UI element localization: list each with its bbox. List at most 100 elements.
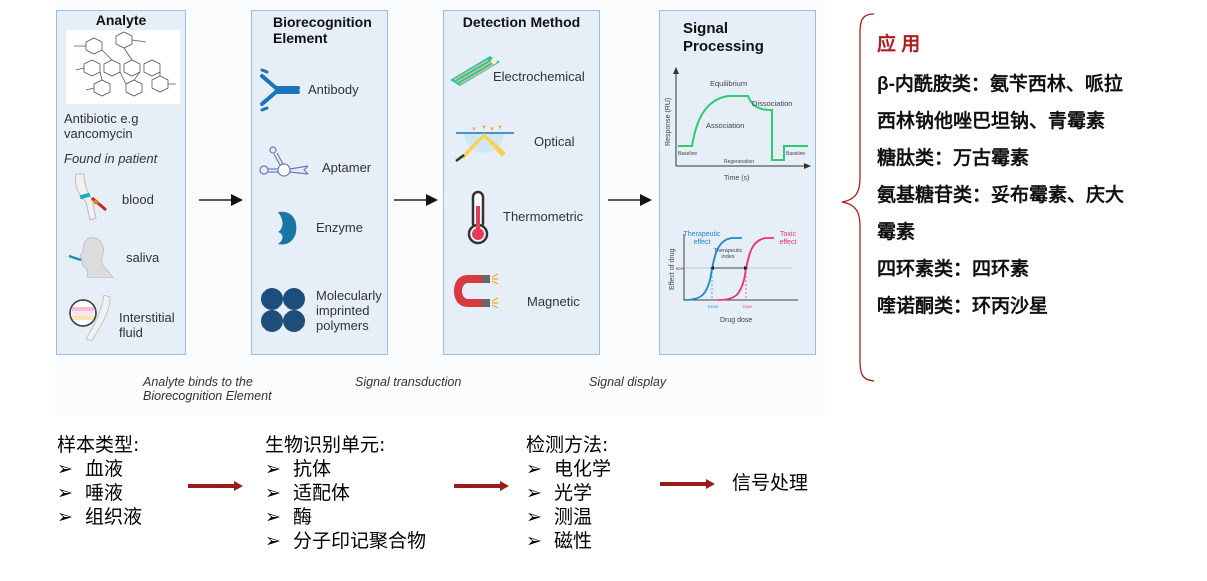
arrow-bullet-icon: ➢ [57, 506, 73, 528]
application-line: 西林钠他唑巴坦钠、青霉素 [877, 111, 1106, 132]
summary-signal-processing: 信号处理 [732, 472, 809, 494]
summary-list-item: ➢适配体 [265, 481, 426, 505]
detection-panel [443, 10, 600, 355]
sample-saliva-label: saliva [126, 250, 160, 265]
summary-sample-heading: 样本类型: [57, 434, 140, 456]
optical-spr-icon [455, 125, 514, 162]
summary-item-text: 酶 [293, 506, 313, 528]
toxic-curve [717, 237, 774, 301]
vancomycin-structure-icon [66, 30, 180, 104]
arrow-bullet-icon: ➢ [57, 458, 73, 480]
arrow-bullet-icon: ➢ [526, 506, 542, 528]
summary-detection-heading: 检测方法: [526, 434, 609, 456]
sensorgram-xlabel: Time (s) [724, 175, 749, 182]
mip-label: Molecularly imprinted polymers [316, 288, 382, 333]
arrow-bullet-icon: ➢ [526, 530, 542, 552]
sensorgram-curve [678, 95, 808, 161]
flow-arrow-1 [199, 194, 243, 206]
thermometer-icon [467, 190, 489, 245]
sample-interstitial-fluid-label: Interstitial fluid [119, 310, 175, 340]
summary-list-item: ➢光学 [526, 481, 611, 505]
summary-recognition-heading: 生物识别单元: [265, 434, 386, 456]
summary-list-item: ➢ 分子印记聚合物 [265, 529, 426, 553]
electrochemical-label: Electrochemical [493, 69, 585, 84]
molecularly-imprinted-polymer-icon [258, 285, 308, 335]
label-regeneration: Regeneration [724, 159, 754, 165]
aptamer-icon [259, 146, 309, 177]
flow-arrow-2 [394, 194, 438, 206]
caption-analyte-binds: Analyte binds to the Biorecognition Elem… [143, 375, 272, 403]
ed50-label: ED50 [708, 304, 719, 309]
summary-list-item: ➢ 磁性 [526, 529, 611, 553]
sample-blood-label: blood [122, 192, 154, 207]
label-line: Therapeutic [713, 248, 742, 254]
arrow-bullet-icon: ➢ [265, 458, 281, 480]
summary-arrow-1 [188, 481, 243, 491]
dose-ylabel: Effect of drug [669, 248, 676, 290]
label-line: effect [780, 239, 797, 246]
sensorgram-y-arrow [673, 67, 679, 74]
arrow-bullet-icon: ➢ [526, 458, 542, 480]
summary-arrow-2 [454, 481, 509, 491]
signal-panel [659, 10, 816, 355]
application-line: 喹诺酮类：环丙沙星 [877, 296, 1049, 317]
summary-detection: 检测方法: ➢电化学➢光学➢测温➢磁性 [526, 433, 611, 553]
label-baseline-start: Baseline [678, 151, 697, 157]
antibody-icon [260, 68, 300, 112]
summary-list-item: ➢ 电化学 [526, 457, 611, 481]
aptamer-label: Aptamer [322, 160, 372, 175]
dose-xlabel: Drug dose [720, 317, 752, 324]
arrow-bullet-icon: ➢ [526, 482, 542, 504]
electrochemical-strip-icon [450, 56, 500, 86]
magnetic-label: Magnetic [527, 294, 580, 309]
summary-item-text: 磁性 [554, 530, 593, 552]
summary-list-item: ➢酶 [265, 505, 426, 529]
arrow-bullet-icon: ➢ [265, 530, 281, 552]
caption-signal-display: Signal display [589, 375, 667, 389]
summary-sample-types: 样本类型: ➢ 血液 ➢ 唾液 ➢ 组织液 [57, 433, 142, 529]
label-association: Association [706, 121, 744, 130]
antibody-label: Antibody [308, 82, 359, 97]
summary-list-item: ➢ 测温 [526, 505, 611, 529]
application-line: β-内酰胺类：氨苄西林、哌拉 [877, 74, 1123, 95]
applications-brace [841, 13, 875, 382]
enzyme-icon [278, 211, 297, 245]
summary-item-text: 组织液 [85, 506, 143, 528]
antibiotic-label: Antibiotic e.g vancomycin [64, 111, 139, 141]
label-line: Therapeutic [684, 231, 721, 238]
applications-title: 应 用 [877, 34, 921, 55]
label-baseline-end: Baseline [786, 151, 805, 157]
flow-arrow-3 [608, 194, 652, 206]
summary-item-text: 分子印记聚合物 [293, 530, 427, 552]
td50-label: TD50 [742, 304, 753, 309]
analyte-title: Analyte [95, 12, 147, 28]
label-equilibrium: Equilibrium [710, 79, 747, 88]
arrow-bullet-icon: ➢ [265, 482, 281, 504]
summary-item-text: 电化学 [554, 458, 612, 480]
biorecognition-title: Biorecognition Element [273, 14, 372, 46]
label-line: index [721, 254, 734, 260]
application-line: 氨基糖苷类：妥布霉素、庆大 [877, 185, 1125, 206]
label-line: effect [694, 239, 711, 246]
summary-list-item: ➢抗体 [265, 457, 426, 481]
application-line: 糖肽类：万古霉素 [877, 148, 1030, 169]
interstitial-fluid-icon [69, 295, 111, 341]
application-line: 四环素类：四环素 [877, 259, 1030, 280]
application-line: 霉素 [877, 222, 916, 243]
fifty-percent-label: 50% [676, 266, 684, 271]
summary-list-item: ➢ 唾液 [57, 481, 142, 505]
summary-item-text: 测温 [554, 506, 593, 528]
signal-title: Signal Processing [683, 20, 764, 55]
summary-list-item: ➢ 组织液 [57, 505, 142, 529]
sensorgram-x-arrow [804, 163, 811, 169]
summary-item-text: 血液 [85, 458, 124, 480]
sensorgram-ylabel: Response (RU) [665, 98, 672, 146]
arrow-bullet-icon: ➢ [57, 482, 73, 504]
summary-item-text: 唾液 [85, 482, 124, 504]
summary-arrow-3 [660, 479, 715, 489]
arrow-bullet-icon: ➢ [265, 506, 281, 528]
